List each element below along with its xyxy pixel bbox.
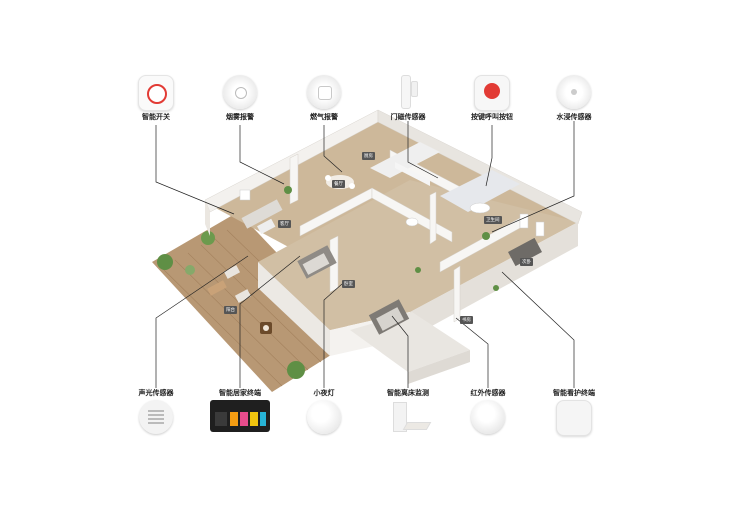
device-smoke-alarm: [210, 75, 270, 109]
room-tag-living: 客厅: [278, 220, 291, 228]
device-home-terminal: [207, 400, 273, 432]
infrared-sensor-icon: [471, 400, 505, 434]
plant: [287, 361, 305, 379]
label-water-sensor: 水浸传感器: [556, 113, 592, 121]
label-care-terminal: 智能看护终端: [553, 389, 595, 397]
label-smart-switch: 智能开关: [142, 113, 170, 121]
device-night-light: [294, 400, 354, 434]
gas-alarm-icon: [307, 75, 341, 109]
label-infrared-sensor: 红外传感器: [470, 389, 506, 397]
wooden-deck: [152, 212, 358, 392]
room-tag-study: 书房: [460, 316, 473, 324]
device-water-sensor: [544, 75, 604, 109]
label-door-sensor: 门磁传感器: [390, 113, 426, 121]
room-tag-second-bedroom: 次卧: [520, 258, 533, 266]
room-tag-balcony: 阳台: [224, 306, 237, 314]
label-smoke-alarm: 烟雾报警: [226, 113, 254, 121]
door-sensor-icon: [391, 75, 425, 109]
night-light-icon: [307, 400, 341, 434]
device-smart-switch: [126, 75, 186, 111]
room-tag-dining: 餐厅: [332, 180, 345, 188]
emergency-call-button-icon: [474, 75, 510, 111]
label-bed-monitor: 智能离床监测: [387, 389, 429, 397]
smart-home-terminal-icon: [210, 400, 270, 432]
label-home-terminal: 智能居家终端: [219, 389, 261, 397]
label-gas-alarm: 燃气报警: [310, 113, 338, 121]
bed-monitor-icon: [391, 400, 432, 434]
room-tag-bedroom: 卧室: [342, 280, 355, 288]
front-wall: [258, 262, 330, 356]
water-leak-sensor-icon: [557, 75, 591, 109]
device-sound-light-sensor: [126, 400, 186, 434]
device-door-sensor: [378, 75, 438, 109]
device-care-terminal: [544, 400, 604, 436]
room-tag-kitchen: 厨房: [362, 152, 375, 160]
device-bed-monitor: [378, 400, 438, 434]
label-sound-light-sensor: 声光传感器: [138, 389, 174, 397]
bed: [508, 237, 542, 267]
room-tag-bathroom: 卫生间: [484, 216, 502, 224]
sofa: [241, 199, 283, 229]
smart-switch-icon: [138, 75, 174, 111]
sound-light-sensor-icon: [139, 400, 173, 434]
plant: [201, 231, 215, 245]
device-call-button: [462, 75, 522, 111]
device-gas-alarm: [294, 75, 354, 109]
care-terminal-icon: [556, 400, 592, 436]
label-night-light: 小夜灯: [313, 389, 335, 397]
plant: [157, 254, 173, 270]
smoke-alarm-icon: [223, 75, 257, 109]
connector-lines: [155, 121, 575, 388]
label-call-button: 按键呼叫按钮: [471, 113, 513, 121]
device-infrared-sensor: [458, 400, 518, 434]
